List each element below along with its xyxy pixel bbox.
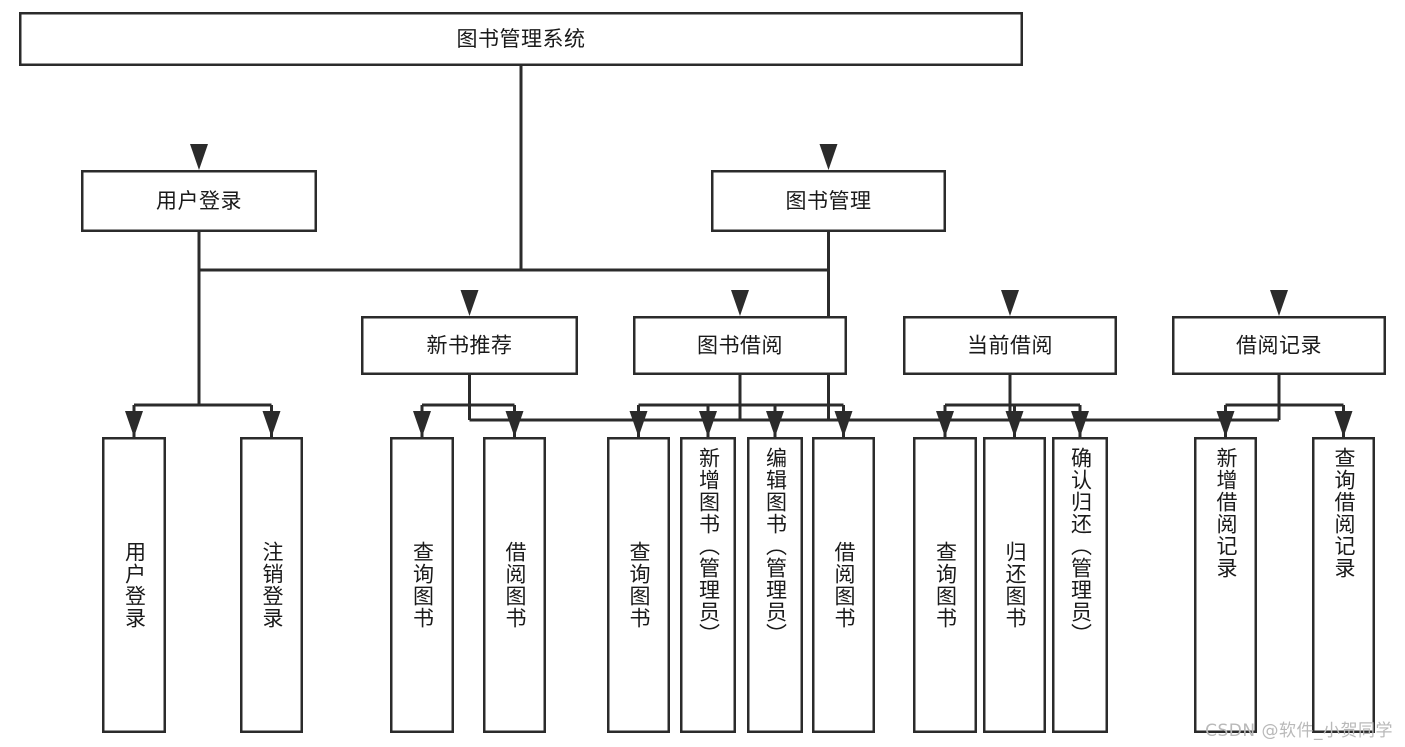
arrow-to-borrow-record (1270, 290, 1288, 316)
node-book-borrow[interactable] (632, 315, 847, 375)
connector-layer (125, 66, 1353, 437)
arrow-to-leaf-rec-query-rec (1334, 411, 1353, 437)
arrow-to-leaf-borrow-query (629, 411, 648, 437)
arrow-to-new-book-rec (460, 290, 479, 316)
arrow-to-leaf-cur-return (1005, 411, 1024, 437)
node-book-manage[interactable] (710, 170, 946, 233)
node-leaf-borrow-query[interactable] (606, 436, 670, 733)
node-user-login-label: 用户登录 (156, 189, 242, 213)
node-leaf-cur-confirm[interactable] (1052, 436, 1109, 733)
arrow-to-leaf-borrow-lend (834, 411, 853, 437)
node-leaf-user-logout[interactable] (240, 436, 304, 733)
arrow-to-leaf-borrow-add (699, 411, 717, 437)
node-leaf-cur-return[interactable] (982, 436, 1046, 733)
arrow-to-leaf-rec-query (413, 411, 431, 437)
node-root[interactable] (18, 12, 1024, 67)
watermark: CSDN @软件_小贺同学 (1205, 721, 1393, 741)
arrow-to-leaf-cur-query (936, 411, 954, 437)
arrow-to-current-borrow (1001, 290, 1019, 316)
node-leaf-borrow-edit[interactable] (746, 436, 803, 733)
arrow-to-leaf-cur-confirm (1071, 411, 1089, 437)
node-leaf-rec-query-rec[interactable] (1312, 436, 1376, 733)
node-leaf-borrow-lend[interactable] (811, 436, 875, 733)
arrow-to-leaf-rec-add (1216, 411, 1235, 437)
box-layer (18, 12, 1387, 733)
node-borrow-record-label: 借阅记录 (1236, 334, 1322, 358)
node-borrow-record[interactable] (1172, 315, 1387, 375)
node-book-manage-label: 图书管理 (786, 189, 872, 213)
node-book-borrow-label: 图书借阅 (697, 334, 783, 358)
node-new-book-rec-label: 新书推荐 (427, 334, 513, 358)
node-current-borrow[interactable] (902, 315, 1117, 375)
node-leaf-rec-add[interactable] (1194, 436, 1258, 733)
node-leaf-borrow-add[interactable] (679, 436, 736, 733)
node-leaf-rec-borrow[interactable] (482, 436, 546, 733)
node-leaf-cur-query[interactable] (912, 436, 977, 733)
arrow-to-leaf-borrow-edit (766, 411, 784, 437)
node-root-label: 图书管理系统 (457, 27, 586, 51)
node-current-borrow-label: 当前借阅 (967, 334, 1053, 358)
arrow-to-leaf-user-login (125, 411, 143, 437)
node-new-book-rec[interactable] (360, 315, 578, 375)
node-leaf-user-login[interactable] (102, 436, 167, 733)
arrow-to-leaf-rec-borrow (505, 411, 524, 437)
node-user-login[interactable] (81, 170, 317, 233)
arrow-to-book-borrow (731, 290, 749, 316)
arrow-to-user-login (190, 144, 208, 170)
arrow-to-book-manage (819, 144, 838, 170)
node-leaf-rec-query[interactable] (389, 436, 454, 733)
arrow-to-leaf-user-logout (262, 411, 281, 437)
